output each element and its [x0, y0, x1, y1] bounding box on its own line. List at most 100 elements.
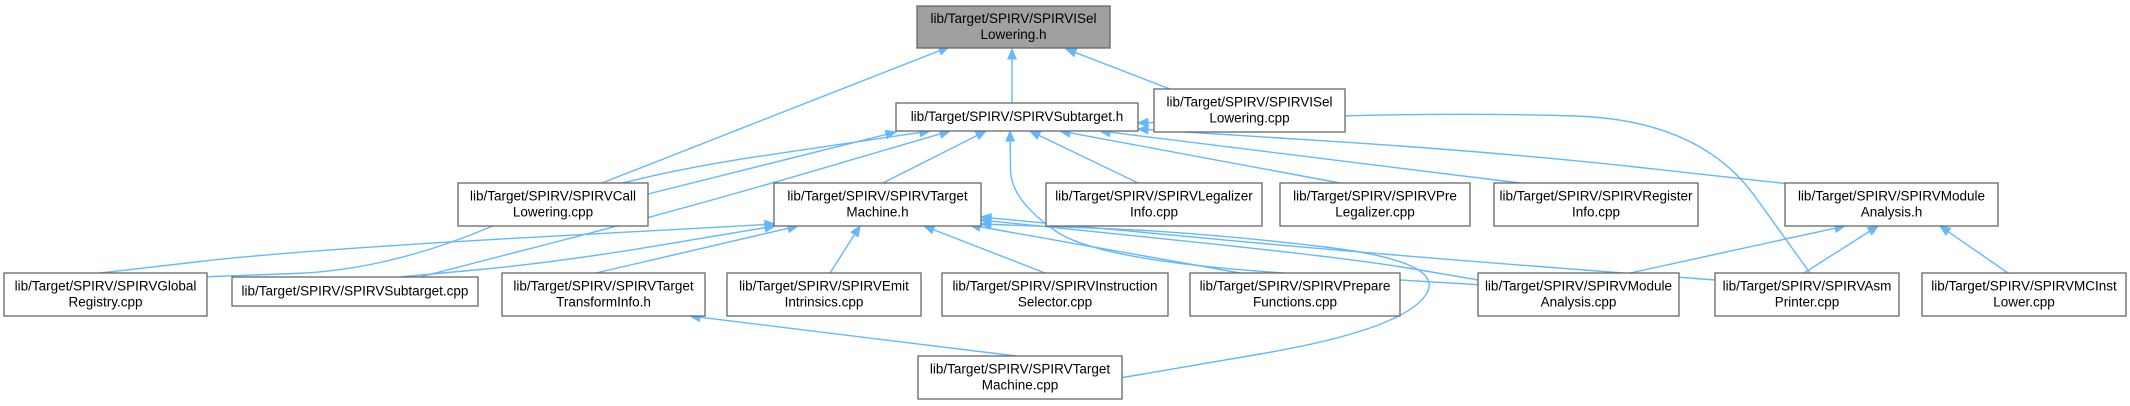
edge-line — [699, 316, 1017, 357]
edge-asm_cpp-to-tm_h — [979, 213, 1716, 281]
edge-line — [1075, 51, 1171, 90]
node-box — [916, 5, 1111, 49]
node-label-line: lib/Target/SPIRV/SPIRVCall — [470, 189, 636, 204]
arrowhead-icon — [1007, 47, 1017, 60]
node-label-line: lib/Target/SPIRV/SPIRVLegalizer — [1055, 189, 1253, 204]
node-label-line: Registry.cpp — [68, 295, 142, 310]
node-instsel-cpp[interactable]: lib/Target/SPIRV/SPIRVInstructionSelecto… — [941, 272, 1169, 317]
edge-line — [1147, 113, 1811, 274]
node-box — [1477, 272, 1680, 317]
node-subtarget-h[interactable]: lib/Target/SPIRV/SPIRVSubtarget.h — [895, 102, 1139, 132]
node-label-line: Intrinsics.cpp — [785, 295, 864, 310]
edge-ma_cpp-to-ma_h — [1629, 223, 1847, 274]
node-label-line: Info.cpp — [1572, 205, 1620, 220]
edge-legalizer_cpp-to-subtarget_h — [1028, 130, 1139, 184]
node-label-line: Lowering.cpp — [513, 205, 593, 220]
arrowhead-icon — [979, 219, 992, 230]
node-label-line: Machine.cpp — [982, 378, 1059, 393]
edge-line — [647, 133, 887, 195]
node-box — [895, 102, 1139, 132]
node-box — [941, 272, 1169, 317]
node-box — [726, 272, 922, 317]
arrowhead-icon — [850, 224, 861, 238]
node-label-line: Printer.cpp — [1775, 295, 1840, 310]
node-box — [457, 182, 649, 227]
node-label-line: lib/Target/SPIRV/SPIRVTarget — [930, 362, 1111, 377]
node-box — [1189, 272, 1401, 317]
node-prepare-cpp[interactable]: lib/Target/SPIRV/SPIRVPrepareFunctions.c… — [1189, 272, 1401, 317]
edge-line — [1947, 231, 2009, 274]
arrowhead-icon — [884, 129, 898, 140]
node-box — [1493, 182, 1699, 227]
arrowhead-icon — [979, 213, 992, 223]
node-box — [917, 355, 1123, 400]
node-label-line: lib/Target/SPIRV/SPIRVTarget — [513, 279, 694, 294]
edge-line — [1038, 134, 1139, 184]
edge-subtarget_h-to-isel_h — [1007, 47, 1017, 103]
edge-ma_cpp-to-subtarget_h — [1005, 129, 1501, 287]
nodes-layer: lib/Target/SPIRV/SPIRVISelLowering.hlib/… — [3, 5, 2127, 400]
edge-line — [1629, 227, 1836, 274]
edge-line — [419, 133, 941, 278]
edge-emit_cpp-to-tm_h — [829, 224, 861, 274]
arrowhead-icon — [1938, 225, 1952, 237]
edge-prepare_cpp-to-tm_h — [968, 221, 1241, 274]
edge-line — [99, 223, 766, 274]
node-label-line: lib/Target/SPIRV/SPIRVISel — [1166, 95, 1332, 110]
node-label-line: Functions.cpp — [1253, 295, 1337, 310]
node-subtarget-cpp[interactable]: lib/Target/SPIRV/SPIRVSubtarget.cpp — [231, 276, 479, 307]
node-label-line: Analysis.cpp — [1541, 295, 1617, 310]
node-label-line: lib/Target/SPIRV/SPIRVMCInst — [1931, 279, 2117, 294]
node-label-line: lib/Target/SPIRV/SPIRVSubtarget.cpp — [242, 284, 469, 299]
edge-line — [199, 131, 921, 278]
node-label-line: lib/Target/SPIRV/SPIRVRegister — [1499, 189, 1693, 204]
edge-isel_cpp-to-isel_h — [1064, 48, 1171, 90]
edge-line — [990, 217, 1716, 281]
edge-line — [1109, 131, 1521, 184]
node-tti-h[interactable]: lib/Target/SPIRV/SPIRVTargetTransformInf… — [501, 272, 706, 317]
edge-line — [882, 134, 978, 184]
arrowhead-icon — [1136, 124, 1149, 135]
edge-asm_cpp-to-ma_h — [1803, 225, 1880, 274]
node-label-line: lib/Target/SPIRV/SPIRVSubtarget.h — [911, 109, 1124, 124]
edge-line — [601, 49, 940, 184]
edge-call_cpp-to-subtarget_h — [647, 129, 898, 195]
edges-layer — [99, 46, 2009, 379]
edge-line — [979, 226, 1241, 274]
arrowhead-icon — [1064, 48, 1078, 58]
edge-line — [1147, 128, 1791, 185]
edge-line — [399, 226, 766, 278]
edge-line — [595, 227, 789, 274]
edge-tm_cpp-to-tti_h — [688, 312, 1017, 357]
node-label-line: Selector.cpp — [1018, 295, 1092, 310]
node-label-line: Analysis.h — [1861, 205, 1923, 220]
node-label-line: lib/Target/SPIRV/SPIRVInstruction — [952, 279, 1157, 294]
edge-reginfo_cpp-to-subtarget_h — [1098, 127, 1521, 184]
edge-subtarget_cpp-to-tm_h — [399, 222, 777, 278]
node-label-line: lib/Target/SPIRV/SPIRVPre — [1293, 189, 1457, 204]
node-box — [1153, 88, 1346, 133]
node-box — [501, 272, 706, 317]
edge-instsel_cpp-to-tm_h — [922, 225, 1046, 274]
arrowhead-icon — [763, 222, 777, 233]
node-label-line: lib/Target/SPIRV/SPIRVISel — [930, 11, 1096, 26]
node-box — [231, 276, 479, 307]
node-label-line: Machine.h — [846, 205, 908, 220]
edge-asm_cpp-to-subtarget_h — [1136, 113, 1811, 274]
edge-line — [829, 234, 856, 274]
node-label-line: lib/Target/SPIRV/SPIRVModule — [1485, 279, 1672, 294]
